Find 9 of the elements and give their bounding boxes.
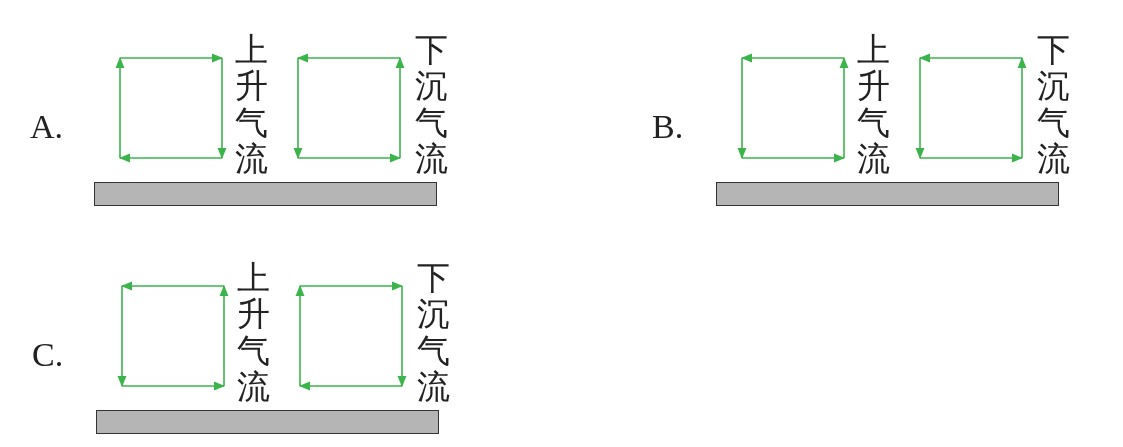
option-label: B. [652, 110, 684, 144]
option-label: A. [30, 110, 64, 144]
airflow-label: 上升气流 [237, 260, 270, 406]
airflow-label: 下沉气流 [1037, 32, 1070, 178]
airflow-label: 上升气流 [857, 32, 890, 178]
airflow-label: 上升气流 [235, 32, 268, 178]
airflow-label: 下沉气流 [415, 32, 448, 178]
airflow-label: 下沉气流 [417, 260, 450, 406]
option-label: C. [32, 338, 64, 372]
